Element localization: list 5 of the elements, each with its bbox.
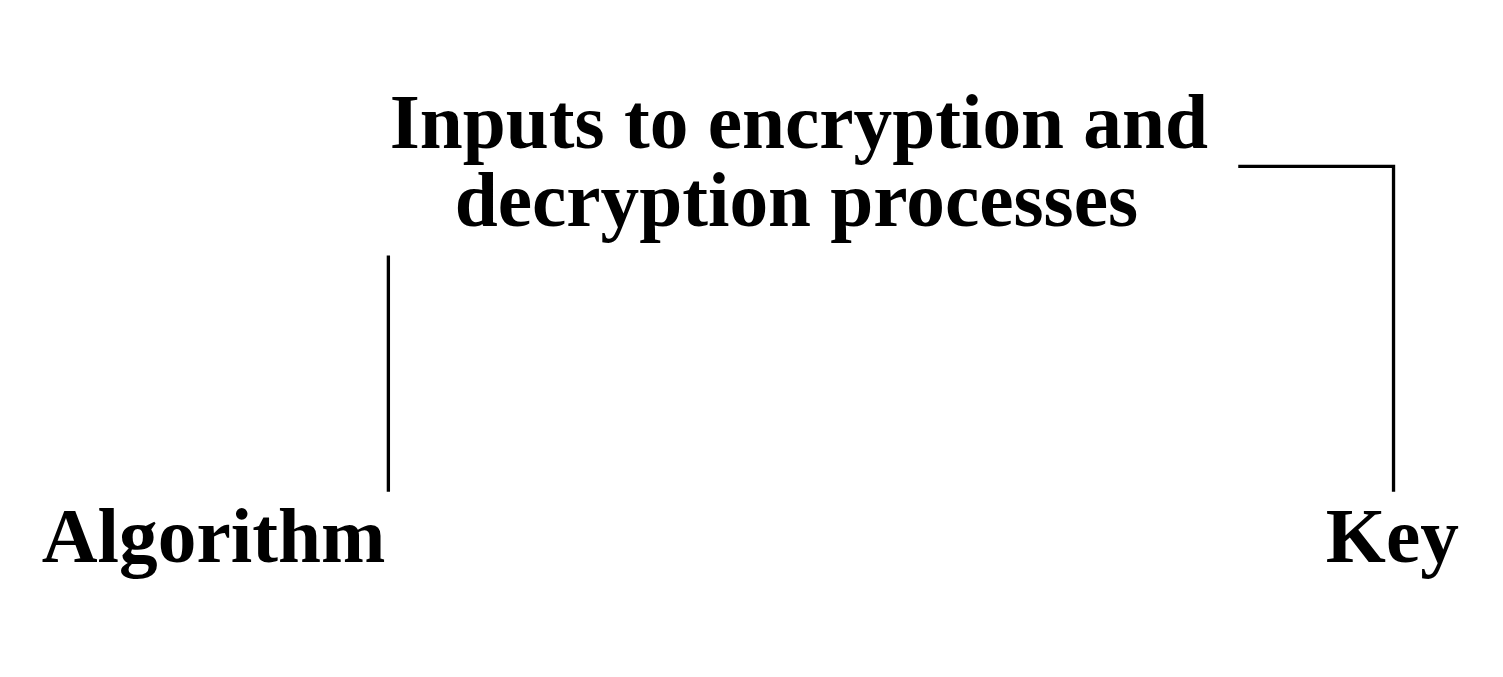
- node-text: Inputs to encryption and decryption processes: [389, 78, 1209, 243]
- connector: [1238, 164, 1396, 492]
- connector: [386, 254, 391, 492]
- node-text: Key: [1325, 492, 1459, 579]
- node-text: Algorithm: [41, 492, 386, 579]
